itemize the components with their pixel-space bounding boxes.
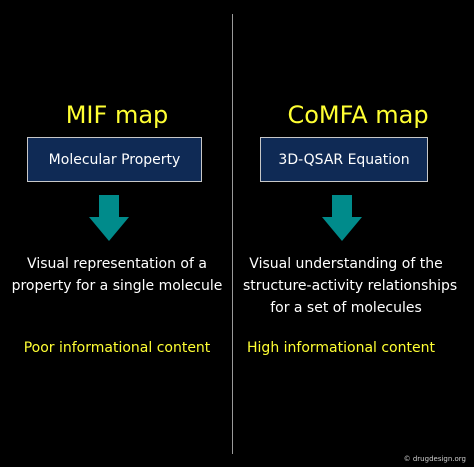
comfa-description: Visual understanding of the structure-ac…	[243, 253, 458, 319]
comfa-map-heading: CoMFA map	[287, 101, 429, 129]
mif-description: Visual representation of a property for …	[2, 253, 232, 297]
high-content-label: High informational content	[247, 340, 435, 356]
credit-text: © drugdesign.org	[403, 455, 466, 463]
comfa-description-line: for a set of molecules	[270, 300, 422, 316]
comfa-description-line: structure-activity relationships	[243, 278, 458, 294]
center-divider	[232, 14, 233, 454]
poor-content-label: Poor informational content	[23, 340, 211, 356]
mif-map-column: MIF map Molecular Property Visual repres…	[2, 0, 232, 467]
mif-description-line: property for a single molecule	[11, 278, 223, 294]
down-arrow-icon	[89, 195, 129, 241]
molecular-property-label: Molecular Property	[48, 151, 181, 168]
comfa-map-column: CoMFA map 3D-QSAR Equation Visual unders…	[243, 0, 473, 467]
qsar-equation-box: 3D-QSAR Equation	[260, 137, 428, 182]
mif-map-heading: MIF map	[65, 101, 169, 129]
molecular-property-box: Molecular Property	[27, 137, 202, 182]
comfa-description-line: Visual understanding of the	[249, 256, 443, 272]
down-arrow-icon	[322, 195, 362, 241]
qsar-equation-label: 3D-QSAR Equation	[278, 151, 410, 168]
mif-description-line: Visual representation of a	[27, 256, 207, 272]
